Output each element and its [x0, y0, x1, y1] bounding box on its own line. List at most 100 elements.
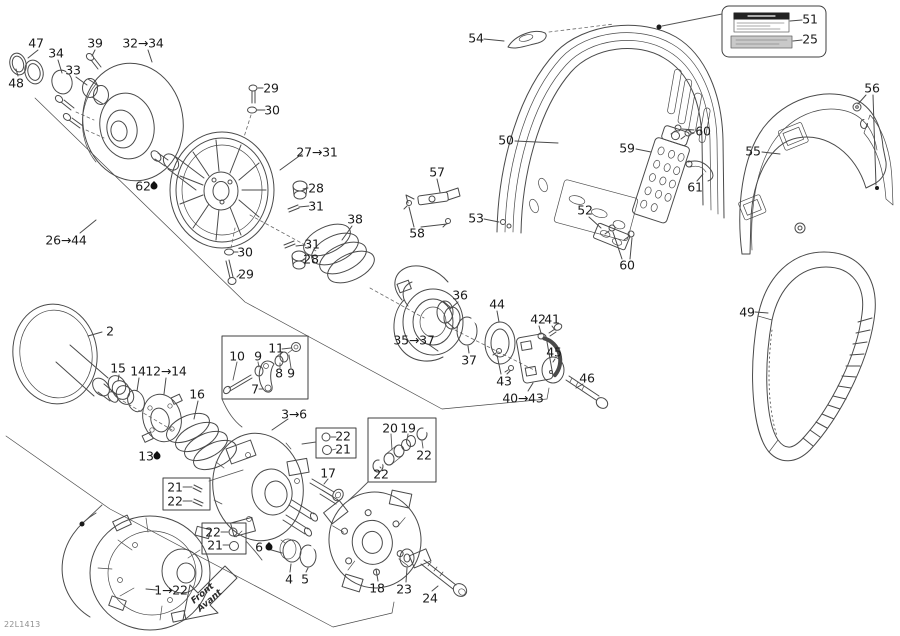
inset-box-lever-7-11	[221, 335, 309, 428]
part-label-9: 9	[287, 365, 295, 381]
decal-25	[730, 35, 793, 49]
part-label-30: 30	[237, 244, 253, 260]
part-label-10: 10	[229, 348, 245, 364]
part-label-58: 58	[409, 225, 425, 241]
washer-23	[399, 548, 415, 568]
pulley-half-2	[12, 303, 119, 405]
part-label-35-37: 35→37	[393, 332, 435, 348]
part-label-42: 42	[530, 311, 546, 327]
part-label-34: 34	[48, 45, 64, 61]
part-label-22: 22	[167, 493, 183, 509]
latch-57	[405, 187, 461, 206]
spoked-pulley-27-31	[150, 131, 275, 249]
part-label-20: 20	[382, 420, 398, 436]
part-label-21: 21	[207, 537, 223, 553]
part-label-60: 60	[695, 123, 711, 139]
part-label-40-43: 40→43	[502, 390, 544, 406]
part-label-16: 16	[189, 386, 205, 402]
grease-drop-icon	[264, 542, 274, 552]
handle-54	[507, 23, 615, 49]
part-label-23: 23	[396, 581, 412, 597]
part-label-29: 29	[238, 266, 254, 282]
part-label-60: 60	[619, 257, 635, 273]
part-label-32-34: 32→34	[122, 35, 164, 51]
part-label-44: 44	[489, 296, 505, 312]
hub-plate-12-14	[141, 393, 183, 443]
part-label-51: 51	[802, 11, 818, 27]
axis-dash-1	[249, 214, 319, 253]
part-label-57: 57	[429, 164, 445, 180]
part-label-31: 31	[304, 236, 320, 252]
part-label-8: 8	[275, 365, 283, 381]
snap-ring-5	[299, 544, 319, 568]
part-label-39: 39	[87, 35, 103, 51]
part-label-4: 4	[285, 571, 293, 587]
part-label-5: 5	[301, 571, 309, 587]
disc-45	[541, 356, 565, 384]
part-label-48: 48	[8, 75, 24, 91]
damper-28-pin-31-upper	[287, 180, 308, 213]
bolt-46	[565, 375, 609, 409]
bracket-59	[632, 125, 690, 224]
inset-box-orings-21-22-a	[301, 427, 357, 459]
axis-dash-2	[369, 287, 425, 319]
governor-40-43	[516, 333, 563, 384]
part-label-26-44: 26→44	[45, 232, 87, 248]
part-label-55: 55	[745, 143, 761, 159]
part-label-24: 24	[422, 590, 438, 606]
part-label-19: 19	[400, 420, 416, 436]
lower-plane-outline	[5, 435, 395, 628]
part-label-37: 37	[461, 352, 477, 368]
inset-box-rollers-19-20-22	[347, 417, 437, 502]
part-label-3-6: 3→6	[281, 406, 307, 422]
part-label-14: 14	[130, 363, 146, 379]
part-label-15: 15	[110, 360, 126, 376]
part-label-31: 31	[308, 198, 324, 214]
part-label-12-14: 12→14	[145, 363, 187, 379]
housing-35-37	[393, 265, 464, 362]
part-label-41: 41	[544, 311, 560, 327]
part-label-6: 6	[255, 539, 263, 555]
sliding-housing-3-6	[212, 432, 310, 542]
part-label-50: 50	[498, 132, 514, 148]
leader-lines	[15, 19, 877, 592]
pin-31-damper-28-lower	[283, 240, 307, 270]
part-label-28: 28	[308, 180, 324, 196]
part-label-53: 53	[468, 210, 484, 226]
bolt-17	[309, 478, 344, 502]
bolts-60-top	[670, 124, 692, 140]
part-label-28: 28	[303, 251, 319, 267]
part-label-45: 45	[546, 344, 562, 360]
part-label-49: 49	[739, 304, 755, 320]
part-label-11: 11	[268, 340, 284, 356]
drive-belt-49	[752, 251, 876, 462]
part-label-54: 54	[468, 30, 484, 46]
part-label-2: 2	[106, 323, 114, 339]
part-label-22: 22	[335, 428, 351, 444]
bolt-39	[85, 53, 102, 70]
pulley-half-32-34	[82, 62, 184, 182]
bolts-58	[403, 200, 451, 228]
part-label-36: 36	[452, 287, 468, 303]
assembled-pulley-1-22	[61, 504, 212, 631]
part-label-46: 46	[579, 370, 595, 386]
part-label-21: 21	[335, 441, 351, 457]
inset-box-orings-21-22-b	[201, 522, 263, 561]
axis-dash-4	[117, 397, 173, 431]
part-label-22: 22	[416, 447, 432, 463]
upper-guard-55	[738, 93, 894, 255]
part-label-56: 56	[864, 80, 880, 96]
part-label-7: 7	[251, 381, 259, 397]
snap-ring-34	[51, 69, 75, 95]
part-label-61: 61	[687, 179, 703, 195]
part-label-22: 22	[373, 466, 389, 482]
part-label-59: 59	[619, 140, 635, 156]
part-label-52: 52	[577, 202, 593, 218]
decal-box	[661, 5, 827, 58]
ring-44	[484, 321, 516, 365]
part-label-30: 30	[264, 102, 280, 118]
inset-box-pins-21-22	[162, 469, 244, 511]
belt-guard-50	[496, 24, 725, 242]
